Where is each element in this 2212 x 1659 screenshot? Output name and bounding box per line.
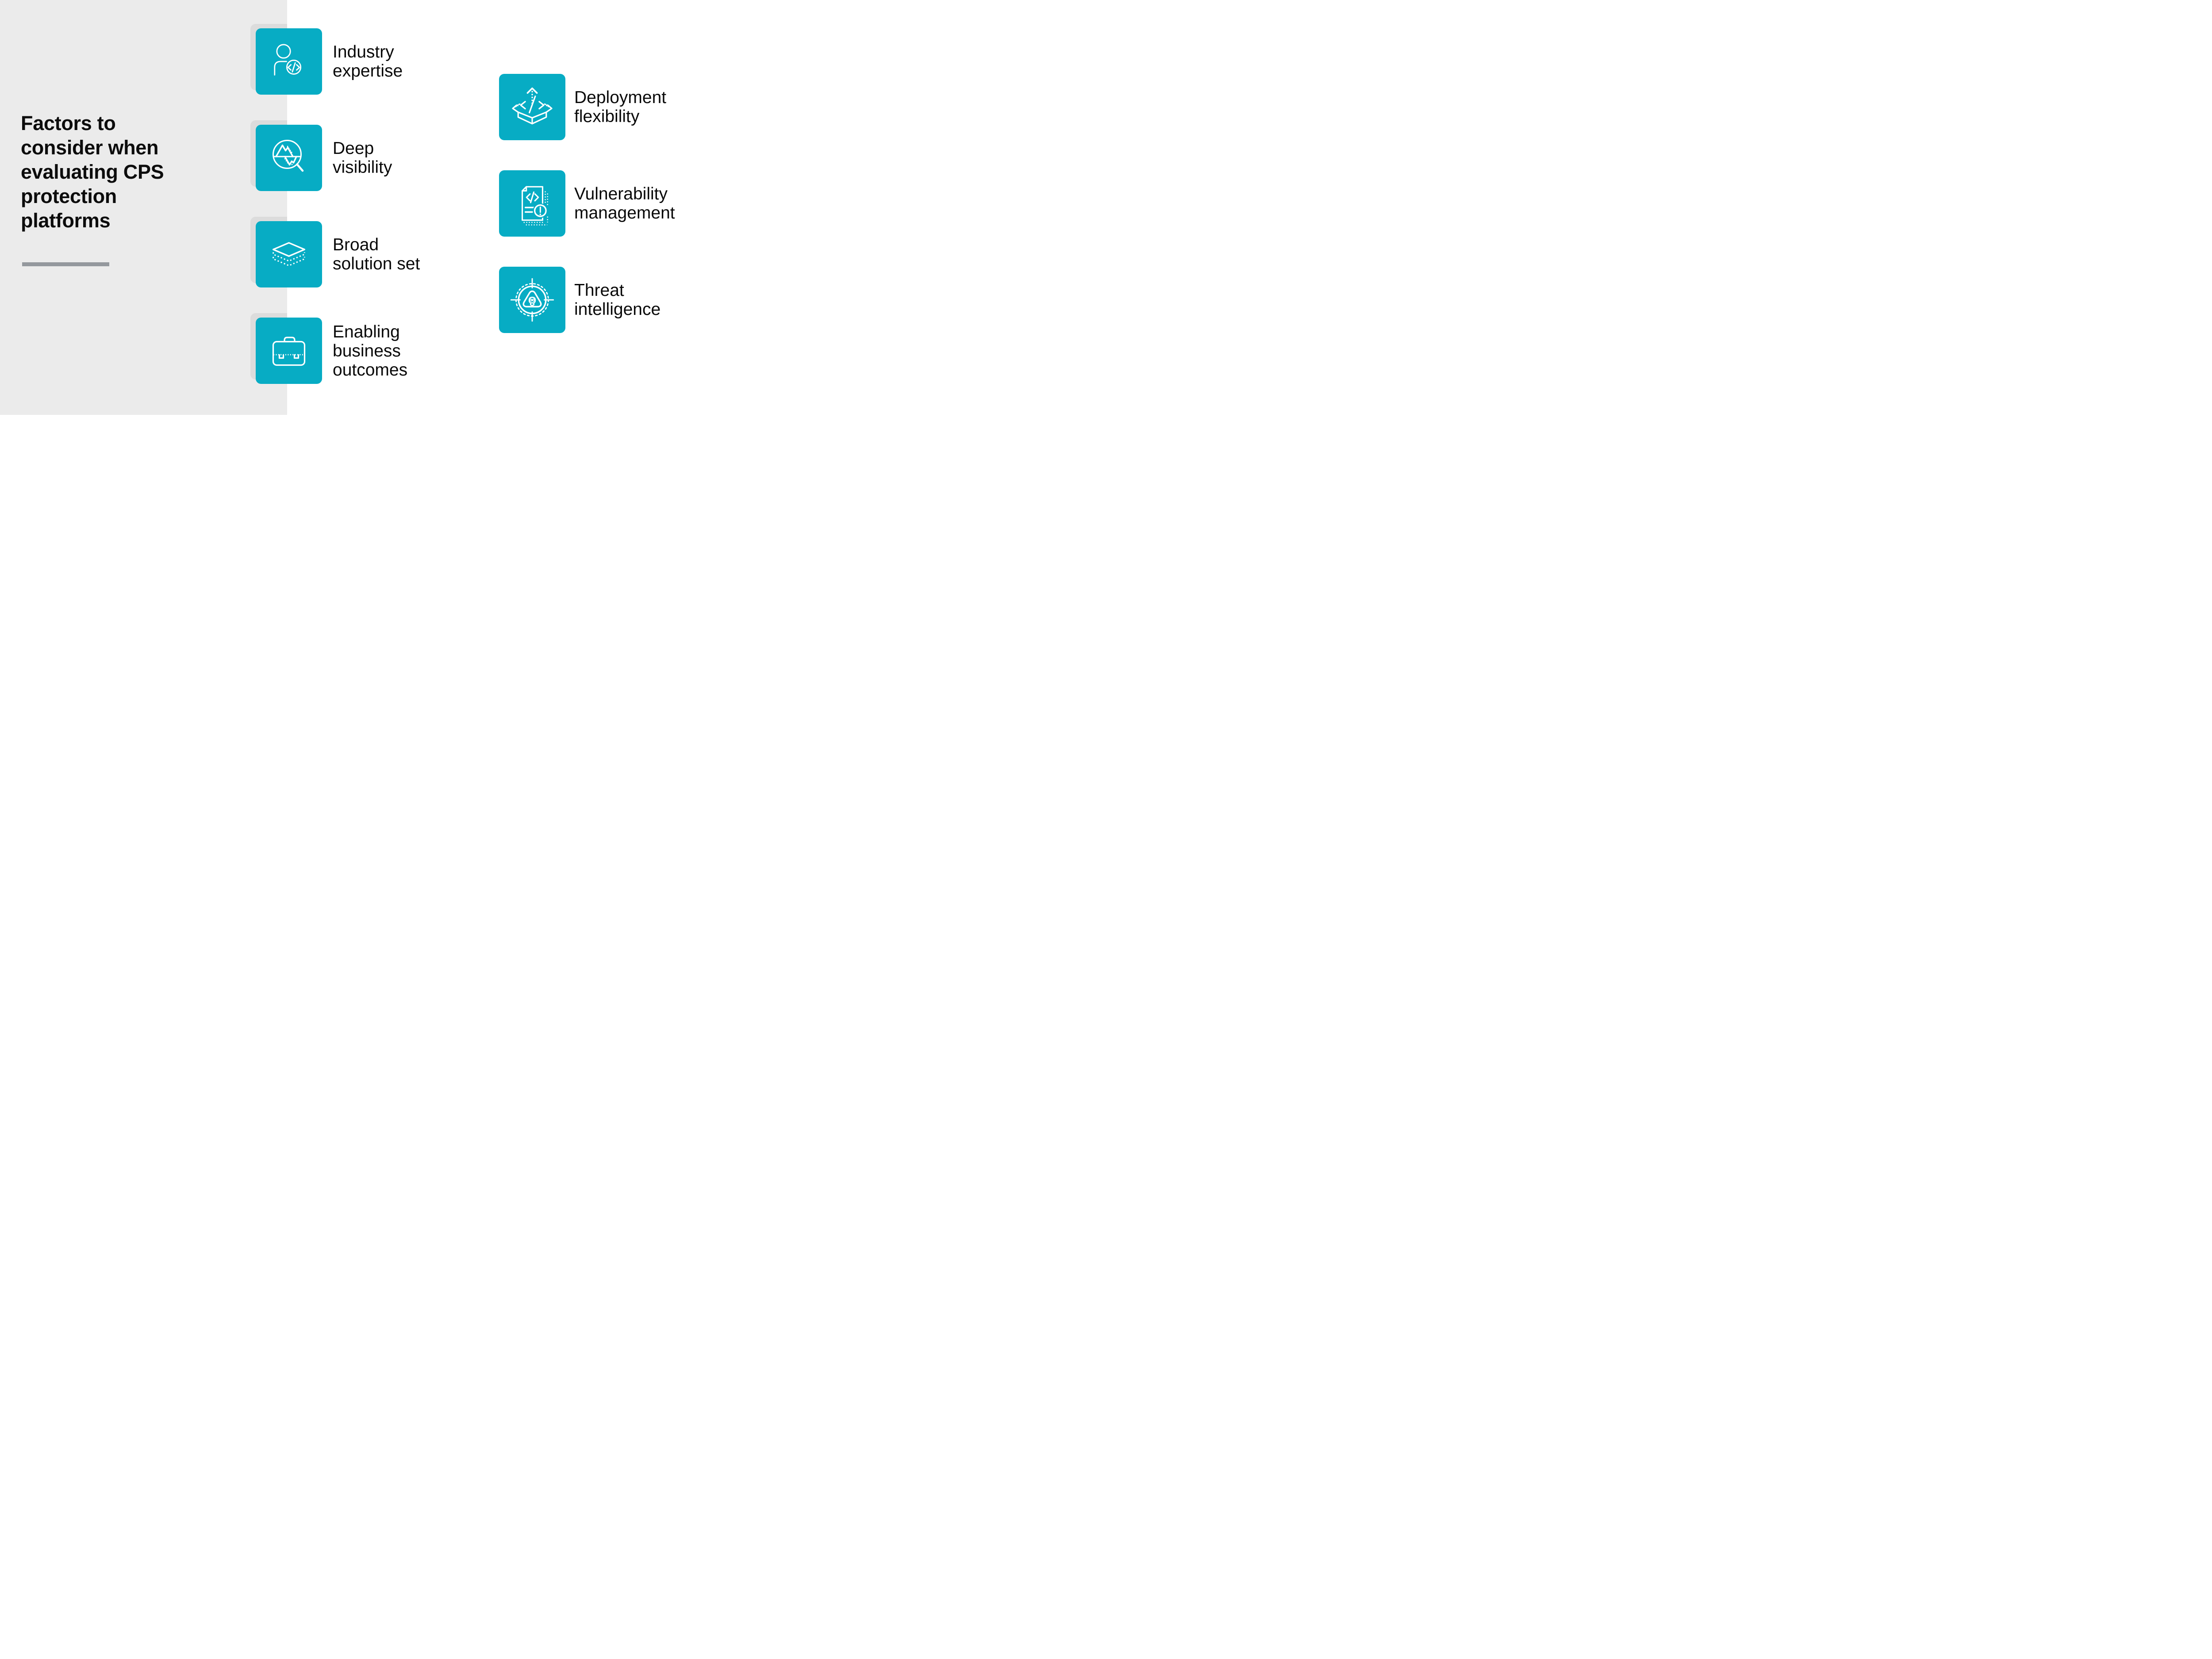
factor-tile-deep-visibility <box>256 125 322 191</box>
infographic-canvas: Factors to consider when evaluating CPS … <box>0 0 737 415</box>
factor-tile-broad-solution-set <box>256 221 322 287</box>
document-alert-icon <box>510 181 555 226</box>
factor-tile-threat-intelligence <box>499 267 565 333</box>
briefcase-icon <box>267 329 311 373</box>
factor-label: Industry expertise <box>333 42 403 80</box>
factor-label: Broad solution set <box>333 235 420 273</box>
box-arrow-icon <box>509 84 556 130</box>
page-title: Factors to consider when evaluating CPS … <box>21 112 164 232</box>
factor-tile-deployment-flexibility <box>499 74 565 140</box>
factor-tile-enabling-business-outcomes <box>256 318 322 384</box>
target-skull-icon <box>509 276 556 323</box>
factor-label: Deployment flexibility <box>574 88 667 126</box>
layers-icon <box>266 231 312 277</box>
factor-label: Vulnerability management <box>574 184 675 222</box>
factor-label: Threat intelligence <box>574 281 661 319</box>
left-panel: Factors to consider when evaluating CPS … <box>0 0 287 415</box>
magnifier-mountains-icon <box>267 136 311 180</box>
factor-label: Enabling business outcomes <box>333 322 408 379</box>
person-code-icon <box>269 41 309 82</box>
title-underline <box>22 262 109 266</box>
factor-label: Deep visibility <box>333 139 392 177</box>
factor-tile-vulnerability-management <box>499 170 565 237</box>
factor-tile-industry-expertise <box>256 28 322 95</box>
